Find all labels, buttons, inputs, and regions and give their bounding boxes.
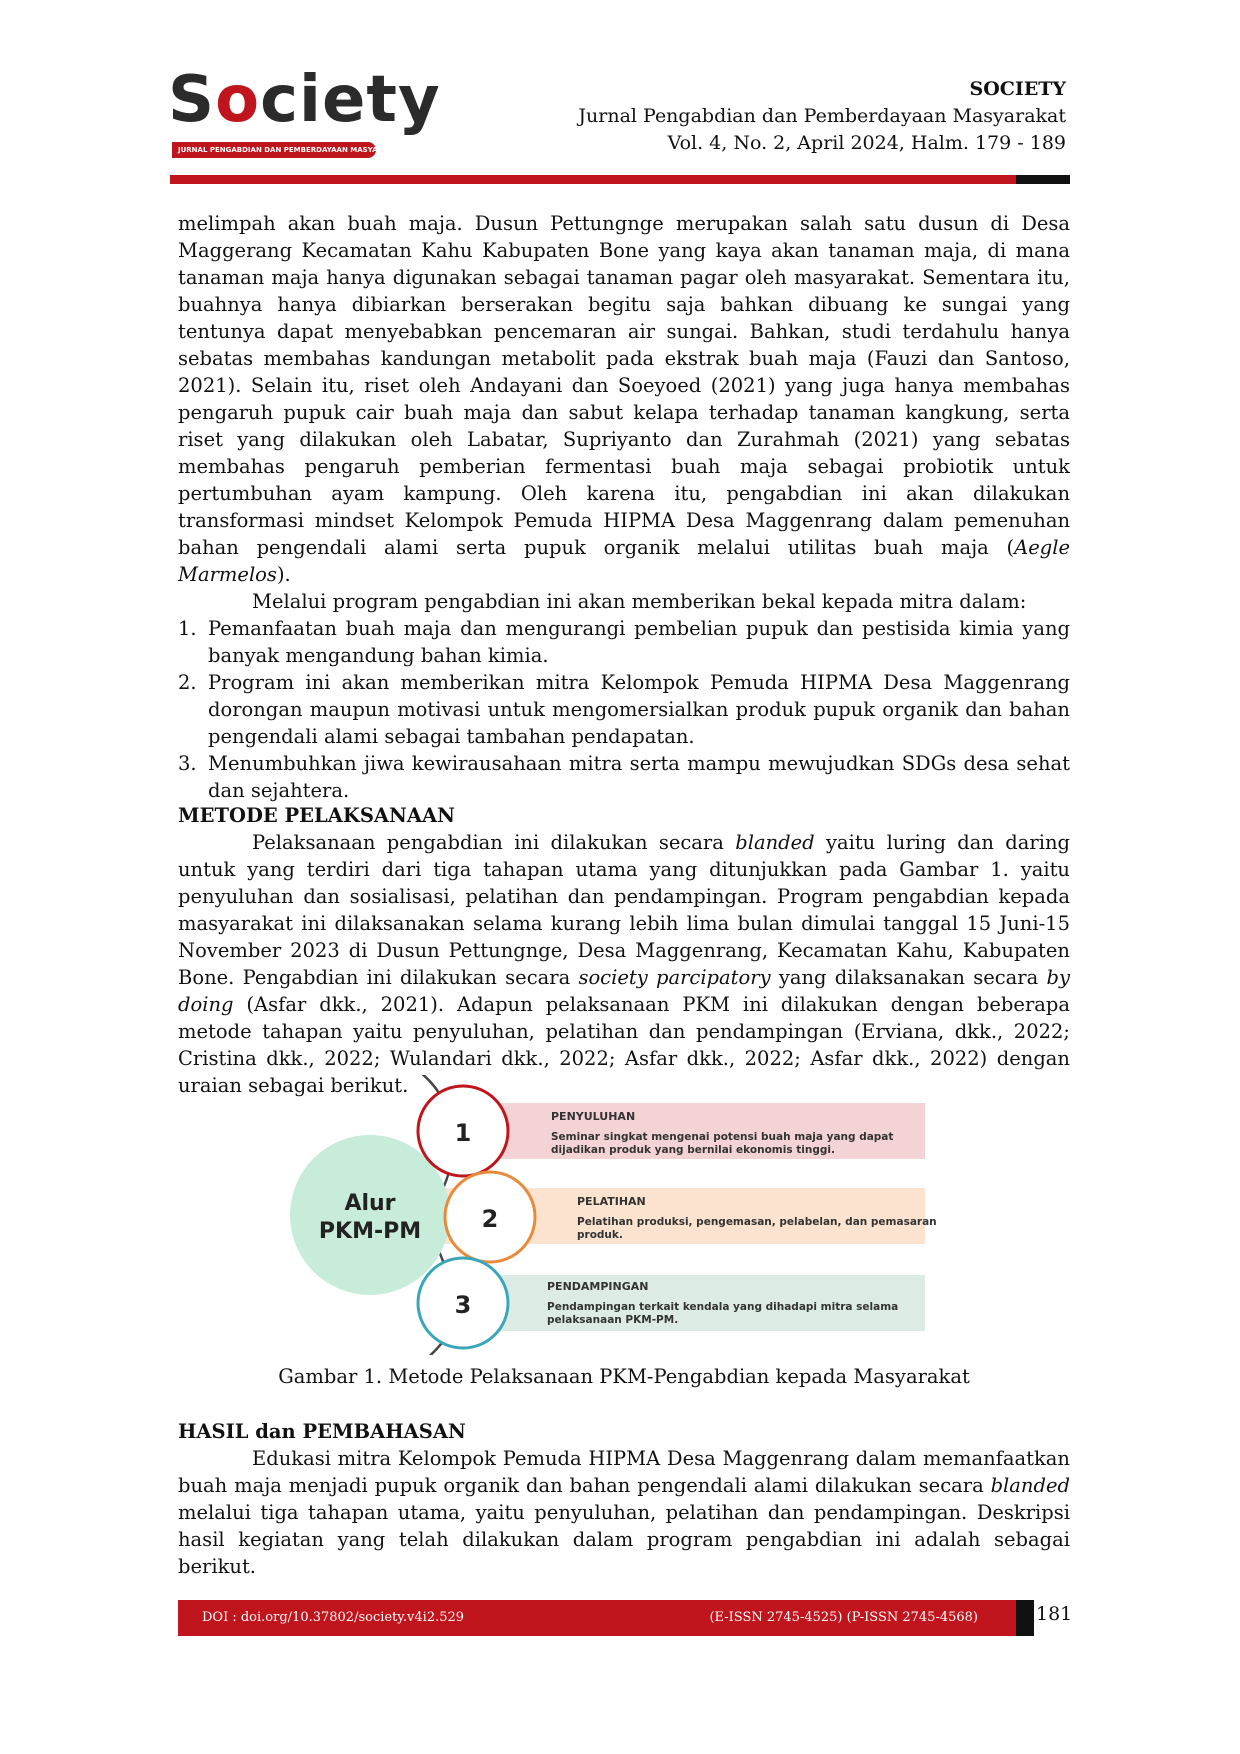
- step-number-1: 1: [455, 1119, 472, 1147]
- step-title-1: PENYULUHAN: [551, 1110, 635, 1123]
- step-desc-1b: dijadikan produk yang bernilai ekonomis …: [551, 1144, 835, 1156]
- paragraph-metode: Pelaksanaan pengabdian ini dilakukan sec…: [178, 831, 1070, 1097]
- center-label-line2: PKM-PM: [319, 1219, 421, 1244]
- step-band-3: [445, 1275, 925, 1331]
- step-desc-3a: Pendampingan terkait kendala yang dihada…: [547, 1301, 898, 1313]
- step-desc-2b: produk.: [577, 1229, 623, 1241]
- list-item: 3.Menumbuhkan jiwa kewirausahaan mitra s…: [178, 752, 1070, 802]
- metode-section: METODE PELAKSANAAN Pelaksanaan pengabdia…: [178, 802, 1070, 1099]
- journal-subtitle: Jurnal Pengabdian dan Pemberdayaan Masya…: [578, 105, 1066, 127]
- step-desc-1a: Seminar singkat mengenai potensi buah ma…: [551, 1131, 893, 1143]
- page-number: 181: [1036, 1603, 1073, 1625]
- center-circle: [290, 1135, 450, 1295]
- method-flow-figure: Alur PKM-PM 1 2 3 PENYULUHAN Seminar sin…: [290, 1075, 937, 1355]
- step-circle-3: [416, 1256, 510, 1350]
- step-title-2: PELATIHAN: [577, 1195, 646, 1208]
- list-item: 1.Pemanfaatan buah maja dan mengurangi p…: [178, 617, 1070, 667]
- paragraph-intro: melimpah akan buah maja. Dusun Pettungng…: [178, 212, 1070, 586]
- step-band-1: [445, 1103, 925, 1159]
- step-circle-1: [416, 1084, 510, 1178]
- step-title-3: PENDAMPINGAN: [547, 1280, 648, 1293]
- step-number-3: 3: [455, 1291, 472, 1319]
- journal-title: SOCIETY: [969, 78, 1066, 100]
- journal-volume: Vol. 4, No. 2, April 2024, Halm. 179 - 1…: [667, 132, 1066, 154]
- center-label-line1: Alur: [344, 1191, 395, 1216]
- step-desc-3b: pelaksanaan PKM-PM.: [547, 1314, 678, 1326]
- logo-tagline: JURNAL PENGABDIAN DAN PEMBERDAYAAN MASYA…: [172, 142, 376, 158]
- step-desc-2a: Pelatihan produksi, pengemasan, pelabela…: [577, 1216, 937, 1228]
- list-item: 2.Program ini akan memberikan mitra Kelo…: [178, 671, 1070, 748]
- doi-link[interactable]: DOI : doi.org/10.37802/society.v4i2.529: [202, 1610, 465, 1625]
- header-rule: [170, 175, 1070, 184]
- logo-wordmark: Society: [168, 63, 441, 137]
- paragraph-program: Melalui program pengabdian ini akan memb…: [252, 590, 1027, 613]
- issn-text: (E-ISSN 2745-4525) (P-ISSN 2745-4568): [709, 1610, 978, 1625]
- step-number-2: 2: [482, 1205, 499, 1233]
- section-heading: METODE PELAKSANAAN: [178, 804, 455, 827]
- hasil-section: HASIL dan PEMBAHASAN Edukasi mitra Kelom…: [178, 1418, 1070, 1580]
- journal-header: SOCIETY Jurnal Pengabdian dan Pemberdaya…: [578, 76, 1066, 157]
- intro-section: melimpah akan buah maja. Dusun Pettungng…: [178, 210, 1070, 804]
- journal-logo: Society JURNAL PENGABDIAN DAN PEMBERDAYA…: [168, 68, 440, 162]
- footer-bar: DOI : doi.org/10.37802/society.v4i2.529 …: [178, 1600, 1034, 1636]
- footer-block: [1016, 1600, 1034, 1636]
- section-heading: HASIL dan PEMBAHASAN: [178, 1420, 466, 1443]
- step-circle-2: [443, 1170, 537, 1264]
- goal-list: 1.Pemanfaatan buah maja dan mengurangi p…: [178, 615, 1070, 804]
- paragraph-hasil: Edukasi mitra Kelompok Pemuda HIPMA Desa…: [178, 1447, 1070, 1578]
- figure-caption: Gambar 1. Metode Pelaksanaan PKM-Pengabd…: [278, 1365, 970, 1388]
